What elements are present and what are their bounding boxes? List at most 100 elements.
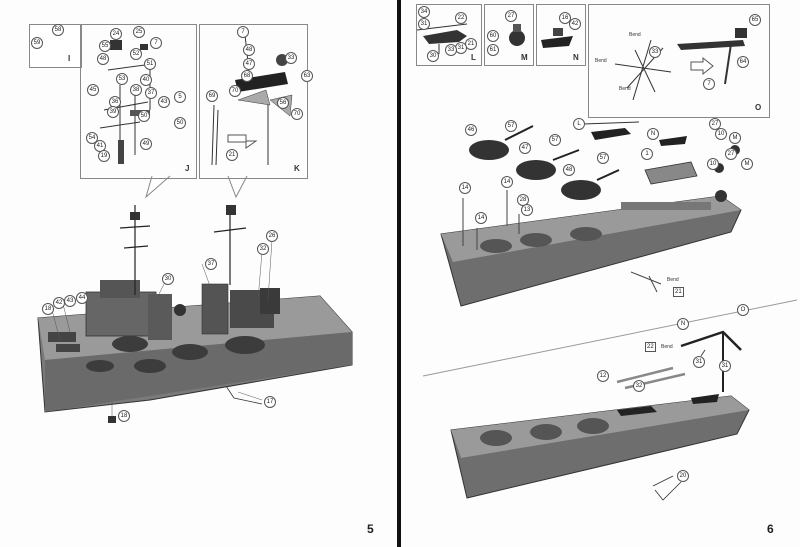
part-callout: 49 xyxy=(140,138,152,150)
part-callout: 46 xyxy=(465,124,477,136)
bend-label: Bend xyxy=(667,277,679,283)
part-tag-21: 21 xyxy=(673,287,684,297)
frame-label-m: M xyxy=(521,53,528,62)
part-callout: 48 xyxy=(563,164,575,176)
part-callout: 60 xyxy=(487,30,499,42)
part-callout: 68 xyxy=(241,70,253,82)
part-callout: 39 xyxy=(107,106,119,118)
part-callout: 25 xyxy=(133,26,145,38)
part-callout: 48 xyxy=(243,44,255,56)
frame-label-j: J xyxy=(185,164,190,173)
part-callout: 10 xyxy=(707,158,719,170)
part-callout: 30 xyxy=(427,50,439,62)
part-callout: N xyxy=(677,318,689,330)
frame-label-l: L xyxy=(471,53,476,62)
part-callout: 18 xyxy=(42,303,54,315)
part-callout: O xyxy=(737,304,749,316)
part-callout: 32 xyxy=(633,380,645,392)
part-callout: 31 xyxy=(418,18,430,30)
page-gutter xyxy=(397,0,401,547)
frame-label-i: I xyxy=(68,54,71,63)
frame-label-o: O xyxy=(755,103,762,112)
left-page-drawing xyxy=(32,30,353,423)
part-callout: M xyxy=(729,132,741,144)
part-callout: 1 xyxy=(641,148,653,160)
part-callout: 14 xyxy=(501,176,513,188)
step-frame-k: K xyxy=(199,24,308,179)
part-tag-22: 22 xyxy=(645,342,656,352)
part-callout: 48 xyxy=(97,53,109,65)
step-frame-l: L xyxy=(416,4,482,66)
part-callout: 50 xyxy=(138,110,150,122)
part-callout: 7 xyxy=(703,78,715,90)
instruction-page-left: I J K 58 59 24 25 55 7 48 52 53 40 38 51… xyxy=(0,0,397,547)
part-callout: 52 xyxy=(130,48,142,60)
step-frame-o: O xyxy=(588,4,770,118)
part-callout: 45 xyxy=(87,84,99,96)
part-callout: 55 xyxy=(99,40,111,52)
part-callout: 53 xyxy=(116,73,128,85)
part-callout: 21 xyxy=(226,149,238,161)
page-number: 6 xyxy=(767,522,774,536)
part-callout: 10 xyxy=(715,128,727,140)
part-callout: 19 xyxy=(98,150,110,162)
part-callout: 38 xyxy=(130,84,142,96)
part-callout: 64 xyxy=(737,56,749,68)
part-callout: 50 xyxy=(174,117,186,129)
part-callout: 20 xyxy=(677,470,689,482)
part-callout: 16 xyxy=(559,12,571,24)
part-callout: 57 xyxy=(549,134,561,146)
step-frame-j: J xyxy=(80,24,197,179)
part-callout: 47 xyxy=(519,142,531,154)
part-callout: 26 xyxy=(266,230,278,242)
part-callout: 61 xyxy=(487,44,499,56)
step-frame-n: N xyxy=(536,4,586,66)
frame-label-n: N xyxy=(573,53,579,62)
part-callout: 32 xyxy=(257,243,269,255)
part-callout: 37 xyxy=(205,258,217,270)
page-number: 5 xyxy=(367,522,374,536)
part-callout: 5 xyxy=(174,91,186,103)
part-callout: 63 xyxy=(301,70,313,82)
part-callout: 43 xyxy=(64,295,76,307)
part-callout: 34 xyxy=(418,6,430,18)
part-callout: 22 xyxy=(455,12,467,24)
part-callout: 30 xyxy=(162,273,174,285)
part-callout: 37 xyxy=(145,87,157,99)
part-callout: 14 xyxy=(459,182,471,194)
part-callout: 57 xyxy=(597,152,609,164)
part-callout: 12 xyxy=(597,370,609,382)
bend-label: Bend xyxy=(619,86,631,92)
step-frame-m: M xyxy=(484,4,534,66)
part-callout: 44 xyxy=(76,292,88,304)
bend-label: Bend xyxy=(595,58,607,64)
part-callout: 27 xyxy=(505,10,517,22)
part-callout: 33 xyxy=(445,44,457,56)
part-callout: 24 xyxy=(110,28,122,40)
part-callout: 7 xyxy=(237,26,249,38)
bend-label: Bend xyxy=(629,32,641,38)
part-callout: 58 xyxy=(52,24,64,36)
part-callout: M xyxy=(741,158,753,170)
part-callout: 18 xyxy=(118,410,130,422)
part-callout: N xyxy=(647,128,659,140)
part-callout: 13 xyxy=(521,204,533,216)
part-callout: 7 xyxy=(150,37,162,49)
right-page-drawing xyxy=(416,23,798,501)
part-callout: 65 xyxy=(749,14,761,26)
part-callout: L xyxy=(573,118,585,130)
part-callout: 27 xyxy=(709,118,721,130)
bend-label: Bend xyxy=(661,344,673,350)
part-callout: 43 xyxy=(158,96,170,108)
part-callout: 27 xyxy=(725,148,737,160)
part-callout: 40 xyxy=(140,74,152,86)
part-callout: 14 xyxy=(475,212,487,224)
instruction-page-right: L M N O 34 22 31 21 31 33 30 27 60 61 16… xyxy=(401,0,800,547)
part-callout: 31 xyxy=(693,356,705,368)
part-callout: 31 xyxy=(719,360,731,372)
part-callout: 17 xyxy=(264,396,276,408)
part-callout: 33 xyxy=(649,46,661,58)
part-callout: 57 xyxy=(505,120,517,132)
part-callout: 47 xyxy=(243,58,255,70)
part-callout: 70 xyxy=(291,108,303,120)
